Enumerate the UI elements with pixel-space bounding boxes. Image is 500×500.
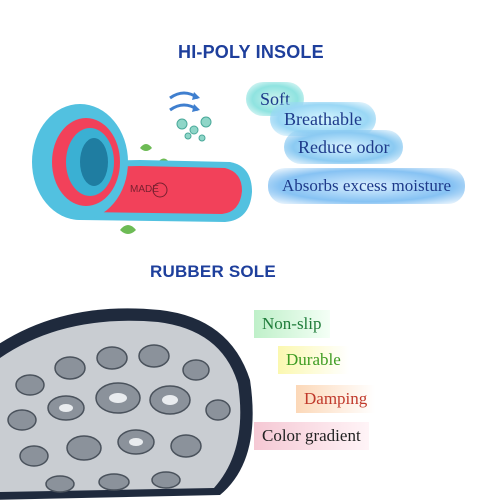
- insole-image: MADE: [32, 91, 252, 234]
- feature-reduce-odor: Reduce odor: [284, 130, 404, 164]
- insole-logo: [152, 182, 168, 198]
- insole-print: MADE: [130, 184, 159, 195]
- feature-absorbs-moisture: Absorbs excess moisture: [268, 168, 466, 204]
- rubber-sole-image: [0, 308, 253, 500]
- feature-damping: Damping: [296, 385, 376, 413]
- feature-color-gradient: Color gradient: [254, 422, 369, 450]
- insole-heading: HI-POLY INSOLE: [178, 42, 324, 62]
- feature-durable: Durable: [278, 346, 349, 374]
- sole-heading: RUBBER SOLE: [150, 262, 276, 281]
- feature-non-slip: Non-slip: [254, 310, 330, 338]
- airflow-arrows-icon: [169, 91, 200, 112]
- moisture-bubbles-icon: [176, 116, 212, 142]
